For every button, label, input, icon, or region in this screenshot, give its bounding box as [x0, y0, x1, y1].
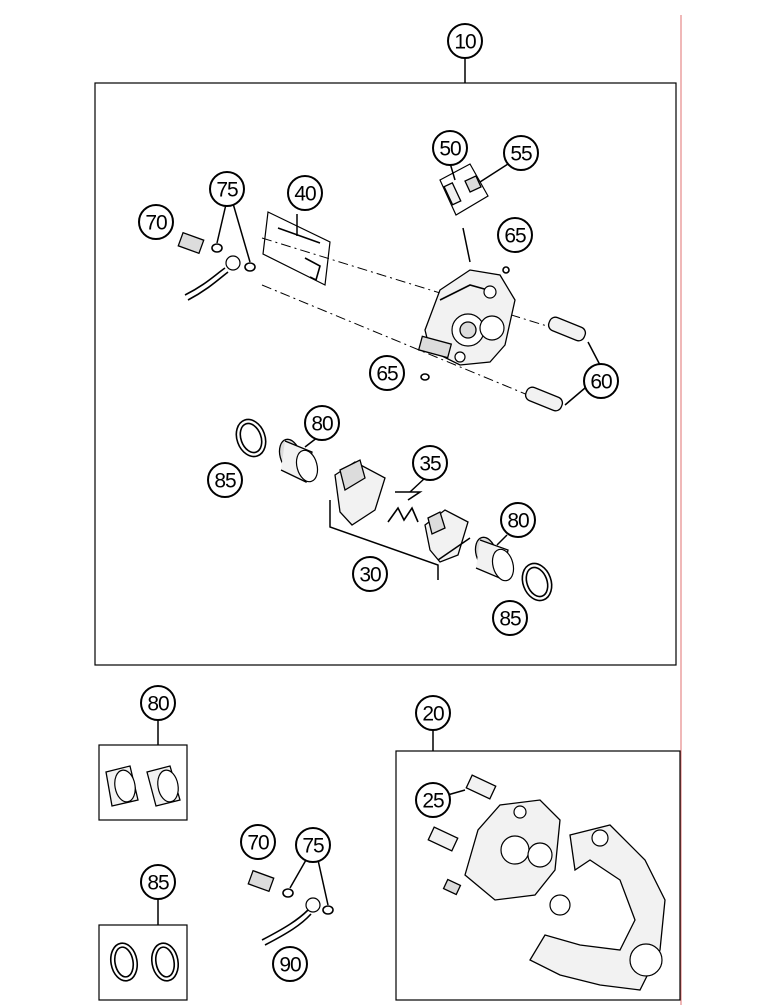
caliper-assembly-frame — [94, 82, 677, 666]
callout-85-left: 85 — [207, 462, 243, 498]
banjo-bolt-part — [177, 199, 256, 301]
callout-55: 55 — [503, 135, 539, 171]
callout-85-right-label: 85 — [499, 608, 521, 631]
callout-85-kit: 85 — [140, 864, 176, 900]
callout-65-upper: 65 — [497, 217, 533, 253]
callout-80-kit: 80 — [140, 685, 176, 721]
callout-80-upper: 80 — [304, 405, 340, 441]
leader-80b — [496, 534, 508, 546]
callout-85-right: 85 — [492, 600, 528, 636]
seal-kit-parts — [109, 942, 180, 982]
piston-left — [278, 438, 319, 483]
callout-90-label: 90 — [279, 954, 301, 977]
callout-55-label: 55 — [510, 143, 532, 166]
callout-10-label: 10 — [454, 31, 476, 54]
callout-20-label: 20 — [422, 703, 444, 726]
brake-hose-lower — [247, 859, 334, 946]
callout-30: 30 — [352, 556, 388, 592]
callout-25: 25 — [415, 782, 451, 818]
axis-line-upper — [261, 237, 561, 331]
callout-40: 40 — [287, 175, 323, 211]
callout-20: 20 — [415, 695, 451, 731]
callout-70-upper-label: 70 — [145, 212, 167, 235]
callout-65-lower: 65 — [369, 355, 405, 391]
callout-70-lower: 70 — [240, 824, 276, 860]
brake-caliper-body — [417, 269, 516, 366]
pad-spring-part — [387, 477, 426, 523]
callout-30-label: 30 — [359, 564, 381, 587]
callout-65-lower-label: 65 — [376, 363, 398, 386]
callout-90: 90 — [272, 946, 308, 982]
callout-50-label: 50 — [439, 138, 461, 161]
guide-pins-part — [524, 316, 601, 412]
piston-right — [474, 536, 515, 582]
callout-80-upper-label: 80 — [311, 413, 333, 436]
callout-50: 50 — [432, 130, 468, 166]
callout-65-upper-label: 65 — [504, 225, 526, 248]
callout-25-label: 25 — [422, 790, 444, 813]
callout-75-lower-label: 75 — [302, 835, 324, 858]
piston-kit-frame — [98, 744, 188, 821]
callout-80-right: 80 — [500, 502, 536, 538]
callout-60: 60 — [583, 363, 619, 399]
bleeder-kit-part — [439, 162, 509, 263]
washer-upper — [502, 266, 510, 274]
callout-40-label: 40 — [294, 183, 316, 206]
callout-60-label: 60 — [590, 371, 612, 394]
callout-35: 35 — [412, 445, 448, 481]
caliper-with-support — [427, 774, 666, 991]
callout-75-upper: 75 — [209, 171, 245, 207]
callout-80-kit-label: 80 — [147, 693, 169, 716]
callout-85-left-label: 85 — [214, 470, 236, 493]
callout-75-upper-label: 75 — [216, 179, 238, 202]
callout-70-lower-label: 70 — [247, 832, 269, 855]
callout-75-lower: 75 — [295, 827, 331, 863]
seal-kit-frame — [98, 924, 188, 1001]
callout-10: 10 — [447, 23, 483, 59]
washer-lower — [420, 373, 430, 381]
callout-85-kit-label: 85 — [147, 872, 169, 895]
pin-kit-part — [262, 211, 331, 286]
caliper-support-frame — [395, 750, 681, 1001]
seal-ring-right — [521, 562, 553, 602]
callout-70-upper: 70 — [138, 204, 174, 240]
brake-pads-part — [329, 459, 471, 580]
callout-35-label: 35 — [419, 453, 441, 476]
callout-80-right-label: 80 — [507, 510, 529, 533]
seal-ring-left — [235, 418, 267, 458]
piston-kit-parts — [105, 765, 181, 807]
